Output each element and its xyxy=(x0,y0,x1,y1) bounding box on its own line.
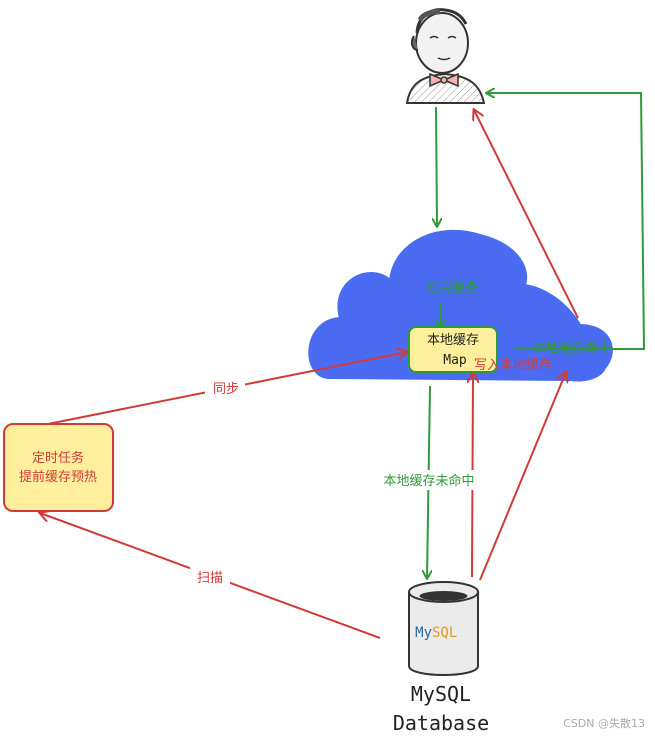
db-caption-line2: Database xyxy=(393,711,489,735)
db-caption-line1: MySQL xyxy=(411,682,471,706)
label-sync-bg xyxy=(205,378,245,398)
label-scan-bg xyxy=(190,567,230,587)
label-sync: 同步 xyxy=(213,382,239,397)
scheduled-task-box xyxy=(3,423,114,512)
db-logo-sql: SQL xyxy=(432,625,457,641)
label-cache-miss-bg xyxy=(372,470,486,490)
user-avatar-icon xyxy=(405,8,486,104)
app-service-cloud xyxy=(308,229,613,382)
cache-box-line1: 本地缓存 xyxy=(427,333,479,348)
cache-box-line2: Map xyxy=(443,353,467,368)
label-cache-miss: 本地缓存未命中 xyxy=(383,473,474,489)
label-cache-hit: 本地缓存命中 xyxy=(533,340,611,356)
arrow-service-to-user xyxy=(474,110,579,319)
watermark: CSDN @失散13 xyxy=(563,716,645,730)
arrow-db-to-service xyxy=(479,372,566,581)
label-scan: 扫描 xyxy=(197,571,223,586)
task-box-line1: 定时任务 xyxy=(32,450,84,466)
task-box-line2: 提前缓存预热 xyxy=(19,469,97,485)
db-logo-my: My xyxy=(415,625,432,641)
label-write-cache: 写入本地缓存 xyxy=(474,358,552,373)
arrow-user-to-service xyxy=(436,106,437,226)
local-cache-box xyxy=(408,326,498,373)
label-app-service: 应用服务 xyxy=(426,280,478,296)
mysql-database-icon xyxy=(408,581,479,676)
arrow-cache-hit-to-user xyxy=(487,93,646,350)
